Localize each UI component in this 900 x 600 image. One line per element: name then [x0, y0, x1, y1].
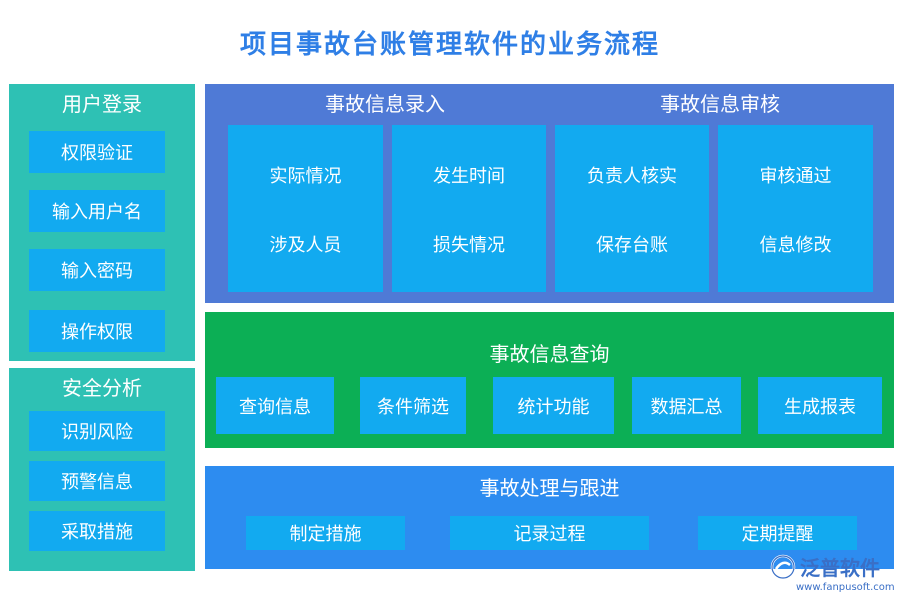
- safety-analysis-panel: 安全分析 识别风险 预警信息 采取措施: [9, 368, 195, 571]
- entry-heading: 事故信息录入: [325, 92, 445, 116]
- brand-logo: 泛普软件 www.fanpusoft.com: [770, 552, 895, 598]
- review-card-2-bottom: 信息修改: [759, 235, 832, 256]
- review-card-1: 负责人核实 保存台账: [555, 125, 709, 292]
- review-card-2: 审核通过 信息修改: [718, 125, 873, 292]
- page-title: 项目事故台账管理软件的业务流程: [239, 30, 660, 60]
- safety-analysis-heading: 安全分析: [62, 376, 142, 400]
- entry-card-1: 实际情况 涉及人员: [228, 125, 383, 292]
- login-step-enter-password: 输入密码: [29, 249, 165, 291]
- query-item-statistics: 统计功能: [493, 377, 614, 434]
- review-card-1-bottom: 保存台账: [596, 235, 668, 256]
- brand-logo-url: www.fanpusoft.com: [796, 582, 895, 593]
- login-step-permission-verify: 权限验证: [29, 131, 165, 173]
- handling-item-record-process: 记录过程: [450, 516, 649, 550]
- query-panel: 事故信息查询 查询信息 条件筛选 统计功能 数据汇总 生成报表: [205, 312, 894, 448]
- review-heading: 事故信息审核: [660, 92, 780, 116]
- entry-card-2-bottom: 损失情况: [433, 235, 505, 256]
- user-login-panel: 用户登录 权限验证 输入用户名 输入密码 操作权限: [9, 84, 195, 361]
- handling-heading: 事故处理与跟进: [479, 476, 620, 500]
- brand-logo-icon: [770, 554, 796, 580]
- entry-card-1-top: 实际情况: [269, 166, 342, 187]
- user-login-heading: 用户登录: [62, 92, 142, 116]
- handling-panel: 事故处理与跟进 制定措施 记录过程 定期提醒: [205, 466, 894, 569]
- entry-card-2: 发生时间 损失情况: [392, 125, 546, 292]
- login-step-enter-username: 输入用户名: [29, 190, 165, 232]
- entry-review-panel: 事故信息录入 事故信息审核 实际情况 涉及人员 发生时间 损失情况 负责人核实 …: [205, 84, 894, 303]
- query-item-generate-report: 生成报表: [758, 377, 882, 434]
- safety-step-take-measures: 采取措施: [29, 511, 165, 551]
- safety-step-warning-info: 预警信息: [29, 461, 165, 501]
- review-card-2-top: 审核通过: [759, 166, 832, 187]
- entry-card-2-top: 发生时间: [433, 166, 505, 187]
- query-item-data-summary: 数据汇总: [632, 377, 741, 434]
- query-item-query-info: 查询信息: [216, 377, 334, 434]
- handling-item-regular-reminder: 定期提醒: [698, 516, 857, 550]
- entry-card-1-bottom: 涉及人员: [269, 235, 342, 256]
- login-step-operation-permission: 操作权限: [29, 310, 165, 352]
- query-heading: 事故信息查询: [489, 342, 610, 366]
- query-item-condition-filter: 条件筛选: [360, 377, 466, 434]
- safety-step-identify-risk: 识别风险: [29, 411, 165, 451]
- review-card-1-top: 负责人核实: [587, 166, 677, 187]
- handling-item-set-measures: 制定措施: [246, 516, 405, 550]
- brand-logo-name: 泛普软件: [800, 556, 880, 580]
